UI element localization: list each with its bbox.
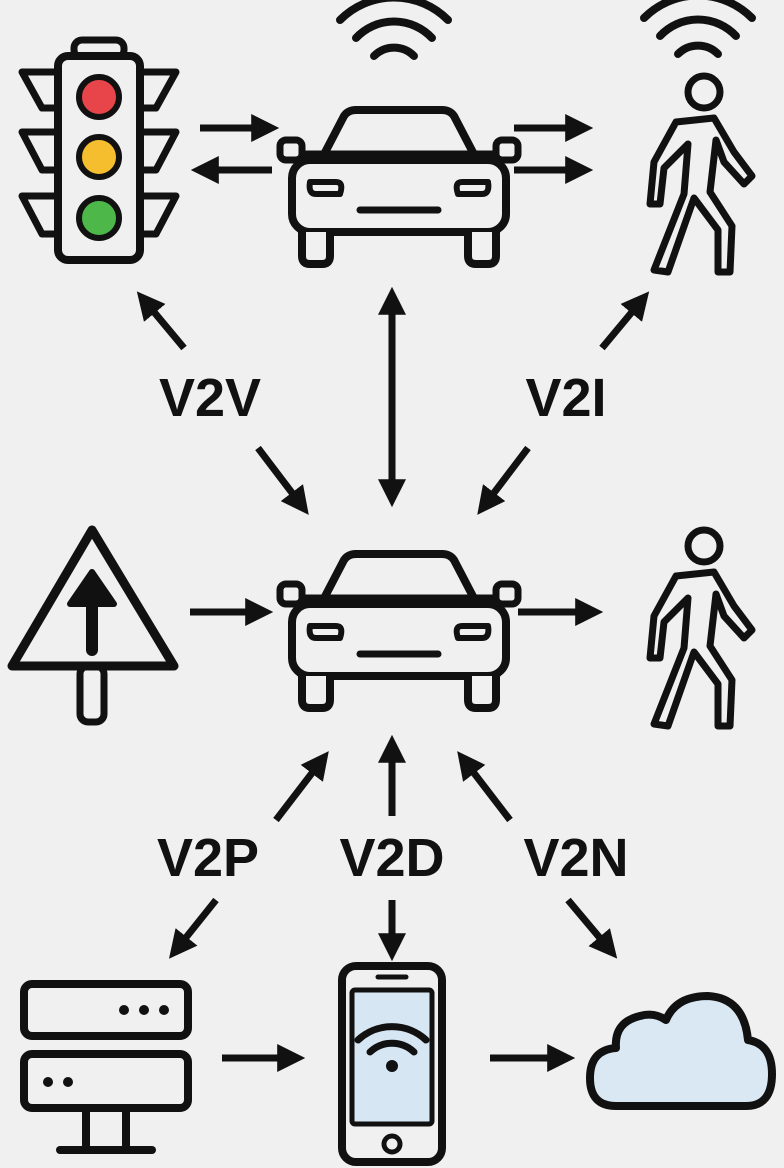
label-v2v: V2V: [159, 368, 261, 428]
label-v2i: V2I: [525, 368, 606, 428]
car-icon: [280, 554, 518, 708]
arrows-lower-diagonal: [169, 734, 618, 962]
label-v2n: V2N: [523, 828, 628, 888]
arrows-top-row: [190, 114, 594, 184]
warning-sign-icon: [7, 525, 179, 726]
label-v2d: V2D: [339, 828, 444, 888]
car-icon: [280, 110, 518, 264]
label-v2p: V2P: [157, 828, 259, 888]
server-icon: [20, 980, 192, 1154]
pedestrian-icon: [650, 530, 752, 726]
smartphone-icon: [338, 962, 446, 1166]
arrows-upper-diagonal: [136, 286, 650, 515]
pedestrian-icon: [650, 76, 752, 272]
wifi-signal-icon: [340, 0, 448, 56]
cloud-icon: [586, 992, 776, 1110]
wifi-signal-icon: [644, 0, 752, 54]
wifi-signal-icon: [354, 1023, 430, 1072]
traffic-light-icon: [18, 36, 180, 264]
